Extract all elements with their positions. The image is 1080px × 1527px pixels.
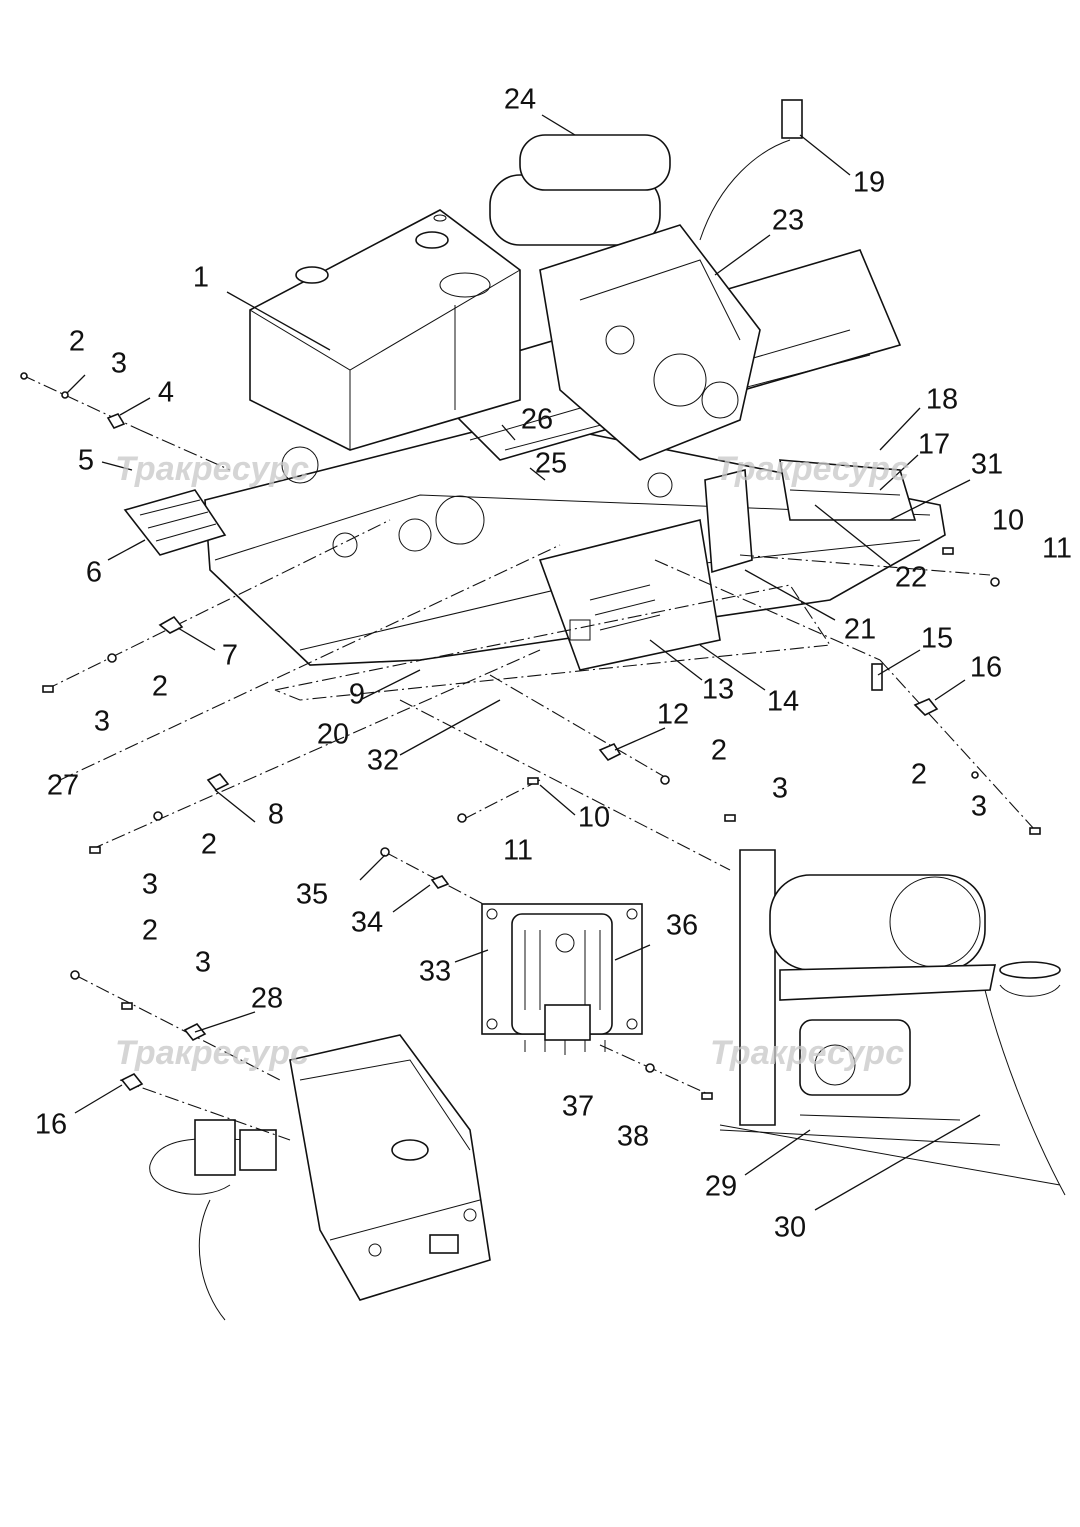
callout-label: 3 (772, 773, 788, 805)
callout-label: 35 (296, 879, 328, 911)
watermark-text: Тракресурс (715, 450, 909, 488)
assembly-lines (21, 374, 1036, 1141)
callout-label: 6 (86, 557, 102, 589)
callout-label: 28 (251, 983, 283, 1015)
fuel-tank-detail (149, 1034, 491, 1321)
callout-label: 3 (94, 706, 110, 738)
callout-label: 20 (317, 719, 349, 751)
callout-label: 3 (111, 348, 127, 380)
callout-label: 25 (535, 448, 567, 480)
right-bracket (704, 459, 917, 574)
callout-label: 17 (918, 429, 950, 461)
callout-label: 36 (666, 910, 698, 942)
step-plate (123, 489, 227, 556)
callout-label: 32 (367, 745, 399, 777)
callout-label: 16 (35, 1109, 67, 1141)
ecu-module (481, 903, 643, 1055)
callout-label: 12 (657, 699, 689, 731)
callout-label: 11 (1042, 533, 1072, 565)
callout-label: 10 (578, 802, 610, 834)
tank-box (249, 209, 521, 451)
callout-label: 33 (419, 956, 451, 988)
callout-label: 38 (617, 1121, 649, 1153)
callout-label: 3 (971, 791, 987, 823)
callout-label: 13 (702, 674, 734, 706)
callout-label: 18 (926, 384, 958, 416)
callout-label: 5 (78, 445, 94, 477)
central-panel (538, 519, 721, 671)
callout-label: 22 (895, 562, 927, 594)
watermark-text: Тракресурс (115, 1034, 309, 1072)
hardware (20, 372, 1041, 1100)
watermark-text: Тракресурс (710, 1034, 904, 1072)
callout-label: 3 (142, 869, 158, 901)
callout-label: 10 (992, 505, 1024, 537)
rear-detail (719, 849, 1066, 1196)
callout-label: 15 (921, 623, 953, 655)
callout-label: 1 (193, 262, 209, 294)
callout-label: 7 (222, 640, 238, 672)
callout-label: 16 (970, 652, 1002, 684)
callout-label: 26 (521, 404, 553, 436)
callout-label: 9 (349, 679, 365, 711)
watermark-text: Тракресурс (115, 450, 309, 488)
callout-label: 2 (201, 829, 217, 861)
callout-label: 2 (152, 671, 168, 703)
callout-label: 27 (47, 770, 79, 802)
callout-label: 2 (911, 759, 927, 791)
callout-label: 29 (705, 1171, 737, 1203)
callout-label: 11 (503, 835, 533, 867)
callout-label: 30 (774, 1212, 806, 1244)
callout-label: 19 (853, 167, 885, 199)
callout-label: 2 (69, 326, 85, 358)
callout-label: 2 (711, 735, 727, 767)
callout-label: 31 (971, 449, 1003, 481)
callout-label: 2 (142, 915, 158, 947)
leader-lines (66, 114, 981, 1211)
callout-label: 4 (158, 377, 174, 409)
callout-label: 23 (772, 205, 804, 237)
callout-label: 3 (195, 947, 211, 979)
callout-label: 24 (504, 84, 536, 116)
callout-label: 34 (351, 907, 383, 939)
callout-labels: 1 2 3 4 5 6 7 2 3 9 20 27 8 2 3 24 19 23… (35, 84, 1072, 1244)
engine-assembly (489, 99, 803, 461)
watermarks: Тракресурс Тракресурс Тракресурс Тракрес… (115, 450, 909, 1072)
callout-label: 14 (767, 686, 799, 718)
callout-label: 37 (562, 1091, 594, 1123)
callout-label: 8 (268, 799, 284, 831)
callout-label: 21 (844, 614, 876, 646)
